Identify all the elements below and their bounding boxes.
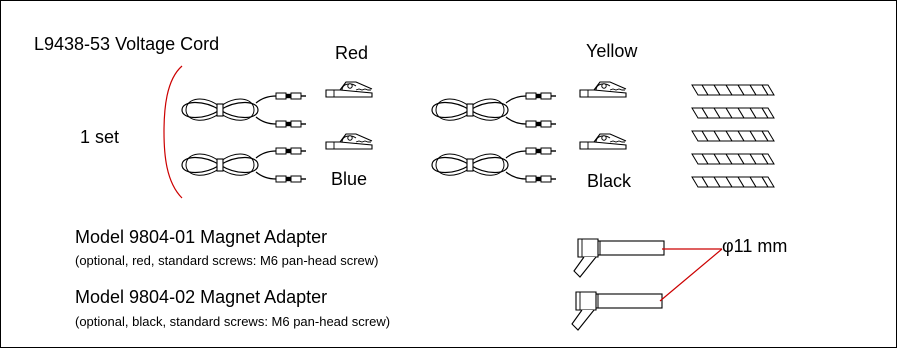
set-bracket: [163, 65, 183, 199]
yellow-clip-label: Yellow: [586, 41, 638, 61]
blue-clip-label: Blue: [331, 169, 368, 189]
red-clip-label: Red: [335, 43, 369, 63]
adapter-2-detail: (optional, black, standard screws: M6 pa…: [75, 314, 391, 329]
coiled-cord-icon: [181, 92, 307, 128]
magnet-adapter-icon: [573, 238, 665, 278]
coiled-cord-icon: [431, 92, 557, 128]
magnet-adapter-icon: [571, 291, 663, 331]
adapter-1-name: Model 9804-01 Magnet Adapter: [75, 227, 328, 247]
figure-title: L9438-53 Voltage Cord: [34, 34, 220, 54]
spiral-tube-icon: [691, 176, 775, 188]
leader-line: [659, 248, 723, 302]
alligator-clip-icon: [579, 81, 627, 98]
black-clip-label: Black: [587, 171, 632, 191]
spiral-tube-icon: [691, 84, 775, 96]
alligator-clip-icon: [325, 81, 373, 98]
adapter-2-name: Model 9804-02 Magnet Adapter: [75, 287, 328, 307]
alligator-clip-icon: [579, 133, 627, 150]
coiled-cord-icon: [431, 147, 557, 183]
spiral-tube-icon: [691, 107, 775, 119]
spiral-tube-icon: [691, 130, 775, 142]
set-label: 1 set: [80, 127, 120, 147]
coiled-cord-icon: [181, 147, 307, 183]
diameter-label: φ11 mm: [722, 236, 788, 256]
alligator-clip-icon: [325, 133, 373, 150]
adapter-1-detail: (optional, red, standard screws: M6 pan-…: [75, 253, 379, 268]
spiral-tube-icon: [691, 153, 775, 165]
